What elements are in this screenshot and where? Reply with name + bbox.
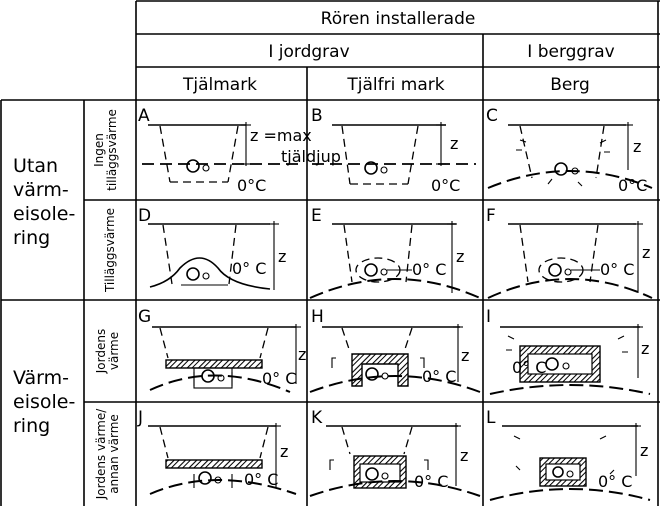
cell-b-drawing: z 0°C xyxy=(312,122,476,195)
temp-label: 0° C xyxy=(598,472,632,491)
cell-letter-b: B xyxy=(311,106,323,126)
cell-e-drawing: z 0° C xyxy=(309,221,481,299)
temp-label: 0°C xyxy=(237,176,266,195)
cell-letter-j: J xyxy=(137,408,143,428)
cell-k-drawing: z 0° C xyxy=(309,423,481,497)
temp-label: 0°C xyxy=(431,176,460,195)
z-label: z xyxy=(298,345,306,364)
cell-letter-f: F xyxy=(486,206,496,226)
temp-label: 0° C xyxy=(262,369,296,388)
group-label-line: Utan xyxy=(13,155,58,177)
z-label: z xyxy=(278,247,286,266)
z-label: z xyxy=(280,442,288,461)
header-trench-soil: I jordgrav xyxy=(268,42,349,62)
cell-letter-l: L xyxy=(486,408,496,428)
annotation-z-max: z =max xyxy=(250,126,312,145)
svg-text:Ingen: Ingen xyxy=(92,133,106,167)
cell-g-drawing: z 0° C xyxy=(149,324,306,393)
svg-text:annan värme: annan värme xyxy=(107,414,121,494)
z-label: z xyxy=(642,243,650,262)
svg-text:tilläggsvärme: tilläggsvärme xyxy=(105,109,119,191)
temp-label: 0° C xyxy=(600,260,634,279)
column-label-frost-ground: Tjälmark xyxy=(182,75,257,95)
cell-letters: A B C D E F G H I J K L xyxy=(137,106,498,428)
svg-text:Jordens värme/: Jordens värme/ xyxy=(94,408,108,501)
annotation-frost-depth: tjäldjup xyxy=(281,147,341,166)
temp-label: 0° C xyxy=(422,367,456,386)
group-label-line: ring xyxy=(13,415,50,437)
subrow-label-extra-heat: Tilläggsvärme xyxy=(103,208,117,293)
temp-label: 0° C xyxy=(244,470,278,489)
cell-j-drawing: z 0° C xyxy=(148,423,297,495)
group-label-line: ring xyxy=(13,227,50,249)
z-label: z xyxy=(640,441,648,460)
subrow-label-earth-heat: Jordens värme xyxy=(94,329,121,374)
z-label: z xyxy=(633,137,641,156)
cell-h-drawing: z 0° C xyxy=(309,324,481,393)
cell-letter-e: E xyxy=(311,206,322,226)
subrow-label-no-extra-heat: Ingen tilläggsvärme xyxy=(92,109,119,191)
cell-letter-a: A xyxy=(138,106,150,126)
column-label-rock: Berg xyxy=(550,75,590,95)
z-label: z xyxy=(641,339,649,358)
body-grid xyxy=(0,100,660,506)
header-trench-rock: I berggrav xyxy=(527,42,614,62)
cell-letter-i: I xyxy=(486,307,491,327)
cell-l-drawing: z 0° C xyxy=(489,423,651,501)
z-label: z xyxy=(461,346,469,365)
cell-d-drawing: z 0° C xyxy=(148,221,286,290)
group-label-line: värm- xyxy=(13,179,69,201)
temp-label: 0° C xyxy=(232,259,266,278)
cell-letter-d: D xyxy=(138,206,151,226)
cell-f-drawing: z 0° C xyxy=(487,221,653,299)
z-label: z xyxy=(450,134,458,153)
column-label-frost-free-ground: Tjälfri mark xyxy=(346,75,444,95)
row-group-no-insulation: Utan värm- eisole- ring xyxy=(13,155,75,249)
cell-letter-h: H xyxy=(311,307,324,327)
cell-letter-g: G xyxy=(138,307,151,327)
group-label-line: Värm- xyxy=(13,367,69,389)
temp-label: 0°C xyxy=(618,176,647,195)
cell-a-drawing: z =max tjäldjup 0°C xyxy=(142,122,341,195)
svg-text:Tilläggsvärme: Tilläggsvärme xyxy=(103,208,117,293)
svg-text:Jordens: Jordens xyxy=(94,329,108,374)
group-label-line: eisole- xyxy=(13,391,75,413)
svg-text:värme: värme xyxy=(107,332,121,370)
group-label-line: eisole- xyxy=(13,203,75,225)
subrow-label-earth-or-other-heat: Jordens värme/ annan värme xyxy=(94,408,121,501)
temp-label: 0° C xyxy=(414,472,448,491)
z-label: z xyxy=(460,446,468,465)
cell-i-drawing: z 0° C xyxy=(489,324,651,395)
cell-letter-c: C xyxy=(486,106,498,126)
cell-c-drawing: z 0°C xyxy=(487,122,653,195)
temp-label: 0° C xyxy=(512,358,546,377)
temp-label: 0° C xyxy=(412,260,446,279)
cell-letter-k: K xyxy=(311,408,323,428)
row-group-insulation: Värm- eisole- ring xyxy=(13,367,75,437)
z-label: z xyxy=(456,247,464,266)
header-title: Rören installerade xyxy=(321,9,476,29)
